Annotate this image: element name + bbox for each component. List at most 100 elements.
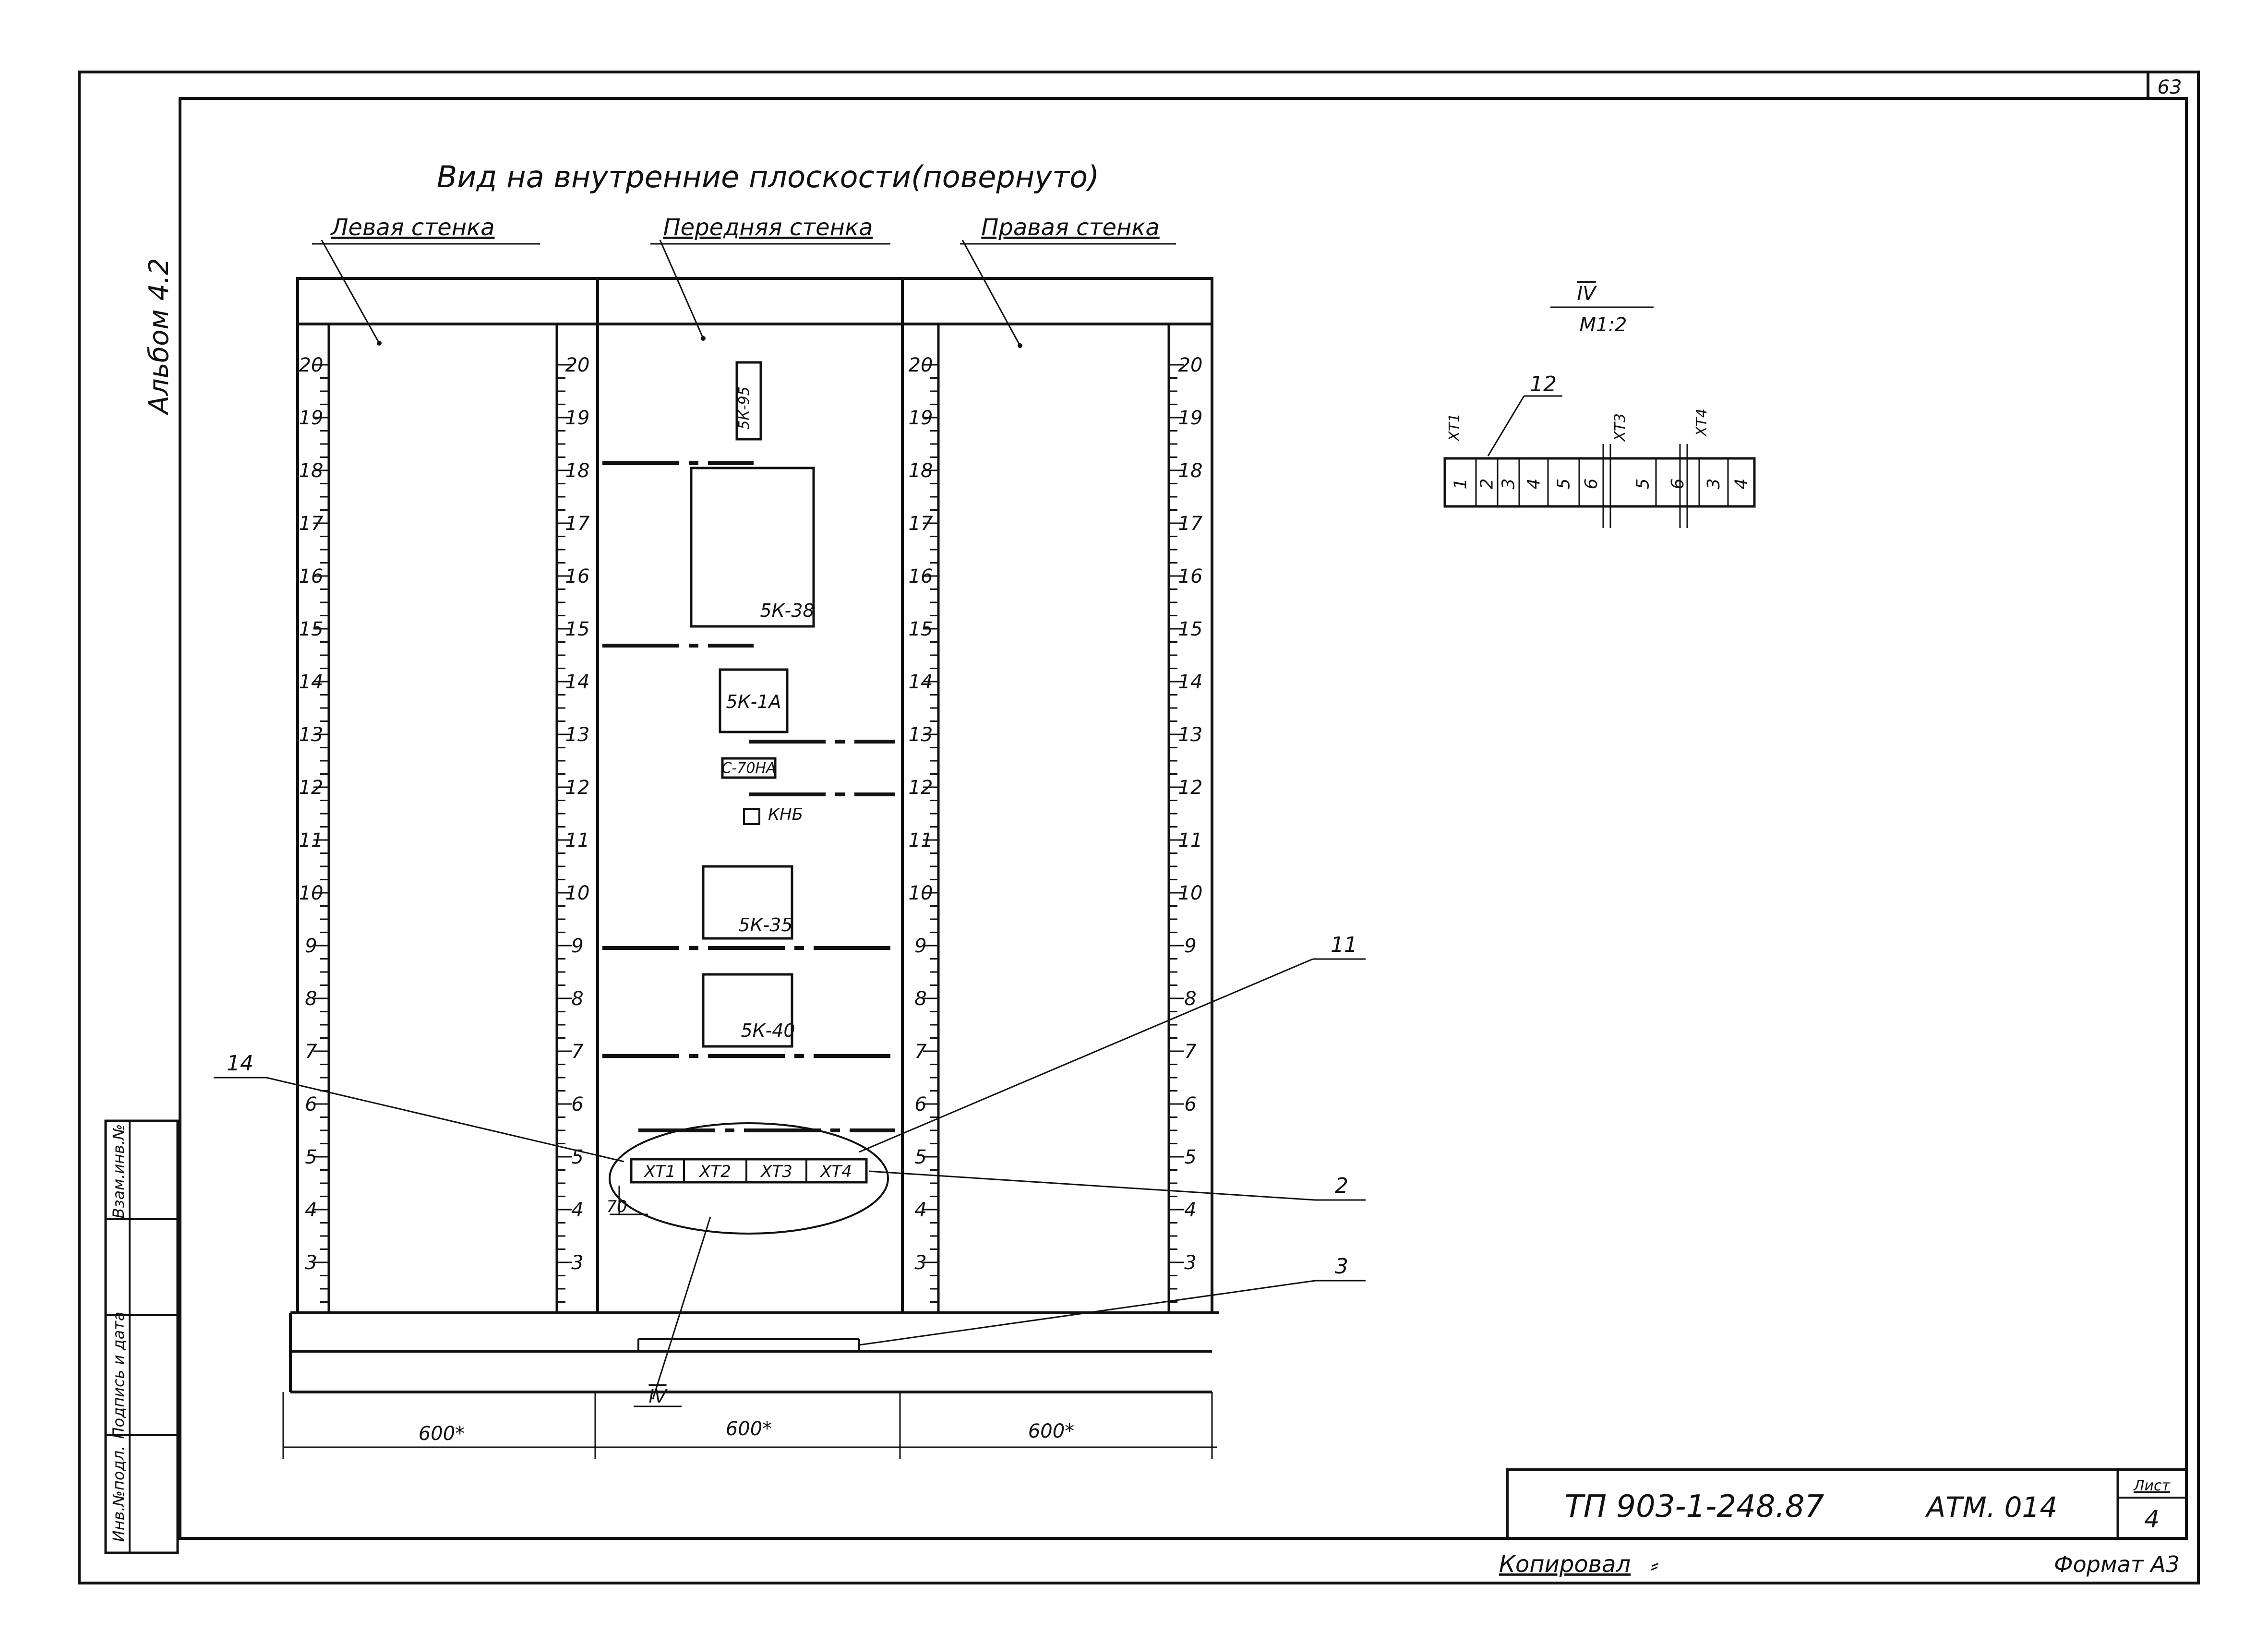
- svg-text:С-70НА: С-70НА: [721, 760, 776, 777]
- side-stamp: Инв.№подл. Подпись и дата Взам.инв.№: [104, 1119, 179, 1554]
- scale-number: 7: [1184, 1041, 1197, 1063]
- wall-label-front: Передняя стенка: [663, 214, 873, 241]
- scale-number: 4: [914, 1199, 926, 1221]
- wall-label-left: Левая стенка: [330, 214, 494, 241]
- device-5k-35: 5К-35: [702, 865, 793, 940]
- dimension-left: 600*: [419, 1423, 465, 1445]
- scale-number: 3: [571, 1252, 583, 1274]
- scale-number: 19: [1178, 407, 1203, 429]
- scale-number: 13: [909, 724, 933, 746]
- scale-number: 10: [1178, 882, 1203, 904]
- device-knb: КНБ: [743, 805, 803, 825]
- scale-number: 5: [1184, 1146, 1196, 1168]
- scale-number: 11: [565, 829, 590, 852]
- detail-view-label: IV: [1577, 283, 1597, 305]
- scale-number: 10: [909, 882, 933, 904]
- scale-number: 10: [299, 882, 324, 904]
- scale-number: 15: [299, 618, 324, 640]
- scale-number: 6: [305, 1093, 317, 1116]
- sheet-format: Формат А3: [2054, 1551, 2180, 1577]
- scale-number: 4: [1184, 1199, 1196, 1221]
- stamp-replacement-number: Взам.инв.№: [109, 1124, 128, 1219]
- scale-rails: [296, 323, 1213, 1314]
- wall-right-marker: [1018, 343, 1022, 348]
- device-5k-1a: 5К-1А: [719, 668, 789, 733]
- scale-number: 12: [565, 777, 590, 799]
- dimension-70: 70: [606, 1197, 627, 1216]
- scale-number: 14: [1178, 671, 1203, 693]
- scale-number: 9: [914, 935, 926, 957]
- wall-headers: Левая стенка Передняя стенка Правая стен…: [312, 214, 1176, 346]
- scale-number: 13: [299, 724, 324, 746]
- detail-terminal-number: 6: [1582, 479, 1601, 490]
- scale-number: 8: [305, 988, 317, 1010]
- scale-number: 17: [1178, 513, 1203, 535]
- detail-terminal-number: 3: [1704, 479, 1724, 490]
- scale-number: 3: [1184, 1252, 1196, 1274]
- scale-number: 8: [571, 988, 583, 1010]
- scale-number: 11: [299, 829, 324, 852]
- album-label: Альбом 4.2: [144, 258, 175, 415]
- scale-number: 9: [305, 935, 317, 957]
- dimension-right: 600*: [1028, 1420, 1074, 1442]
- scale-number: 20: [1178, 354, 1203, 376]
- dimension-front: 600*: [726, 1418, 772, 1440]
- scale-number: 8: [1184, 988, 1196, 1010]
- scale-number: 18: [299, 460, 324, 482]
- svg-text:5К-35: 5К-35: [738, 914, 792, 936]
- view-marker-iv: IV: [648, 1386, 668, 1407]
- scale-number: 8: [914, 988, 926, 1010]
- sheet-label: Лист: [2133, 1477, 2171, 1494]
- scale-number: 5: [914, 1146, 926, 1168]
- scale-number: 16: [565, 565, 590, 588]
- scale-number: 11: [1178, 829, 1203, 852]
- scale-number: 17: [909, 513, 933, 535]
- sheet-number: 4: [2144, 1505, 2160, 1533]
- device-5k-95: 5К-95: [735, 361, 762, 441]
- scale-number: 13: [1178, 724, 1203, 746]
- scale-number: 4: [571, 1199, 583, 1221]
- scale-number: 11: [909, 829, 933, 852]
- scale-number: 3: [914, 1252, 926, 1274]
- scale-number: 6: [1184, 1093, 1196, 1116]
- device-5k-40: 5К-40: [702, 973, 795, 1048]
- scale-number: 5: [305, 1146, 317, 1168]
- drawing-title: Вид на внутренние плоскости(повернуто): [437, 159, 1099, 194]
- scale-number: 4: [305, 1199, 317, 1221]
- detail-scale: М1:2: [1580, 314, 1627, 336]
- detail-group-xt1: ХТ1: [1446, 413, 1463, 442]
- scale-number: 7: [914, 1041, 927, 1063]
- callout-3: 3: [1335, 1254, 1348, 1279]
- wall-left-marker: [377, 341, 382, 346]
- copied-by: Копировал: [1499, 1551, 1631, 1578]
- scale-number: 17: [299, 513, 324, 535]
- sheet-code: АТМ. 014: [1925, 1491, 2058, 1524]
- scale-number: 14: [909, 671, 933, 693]
- detail-terminal-number: 6: [1668, 479, 1688, 490]
- scale-number: 12: [1178, 777, 1203, 799]
- title-block: ТП 903-1-248.87 АТМ. 014 Лист 4: [1506, 1468, 2188, 1540]
- terminal-xt1: ХТ1: [643, 1162, 676, 1181]
- terminal-block-row: ХТ1 ХТ2 ХТ3 ХТ4 70: [606, 1158, 868, 1216]
- detail-terminal-number: 5: [1554, 479, 1574, 490]
- scale-number: 15: [565, 618, 590, 640]
- scale-number: 18: [909, 460, 933, 482]
- scale-number: 18: [1178, 460, 1203, 482]
- detail-terminal-number: 3: [1499, 479, 1519, 490]
- terminal-xt3: ХТ3: [760, 1162, 792, 1181]
- wall-front-marker: [701, 336, 706, 341]
- detail-terminal-number: 1: [1451, 479, 1471, 490]
- copied-signature: ⸗: [1651, 1553, 1658, 1577]
- scale-number: 19: [565, 407, 590, 429]
- callout-11: 11: [1331, 933, 1357, 957]
- scale-number: 3: [305, 1252, 317, 1274]
- terminal-xt4: ХТ4: [819, 1162, 852, 1181]
- scale-number: 20: [565, 354, 590, 376]
- scale-number: 16: [909, 565, 933, 588]
- sheet-frame: [78, 71, 2200, 1584]
- detail-terminal-number: 2: [1477, 479, 1497, 490]
- scale-number: 14: [565, 671, 590, 693]
- scale-number: 20: [299, 354, 324, 376]
